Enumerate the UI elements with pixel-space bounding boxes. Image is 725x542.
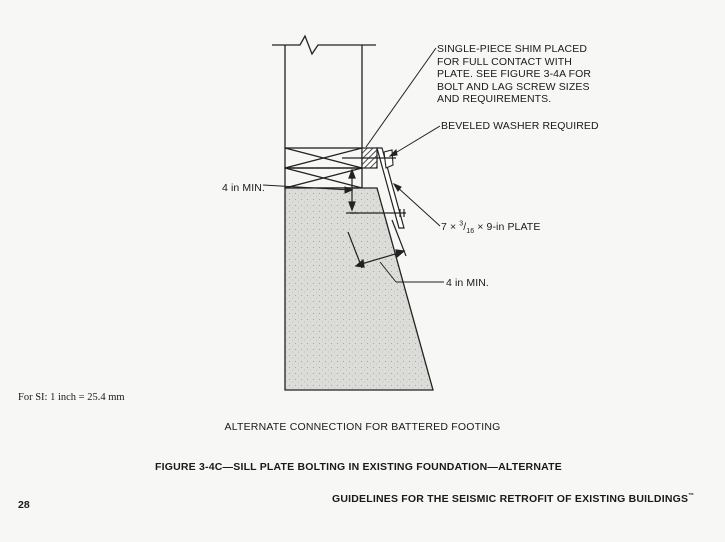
leader-lines — [262, 47, 444, 283]
plate-fraction-numerator: 3 — [459, 220, 464, 228]
trademark-mark: ™ — [688, 493, 695, 499]
sill-plates — [284, 147, 363, 189]
plate-callout: 7 × 3/16 × 9-in PLATE — [441, 220, 541, 236]
min-dimension-bottom-label: 4 in MIN. — [446, 277, 489, 289]
plate-suffix: × 9-in PLATE — [474, 221, 541, 233]
shim-callout: SINGLE-PIECE SHIM PLACED FOR FULL CONTAC… — [437, 43, 591, 106]
page-number: 28 — [18, 499, 30, 511]
battered-footing — [284, 187, 434, 391]
figure-title: FIGURE 3-4C—SILL PLATE BOLTING IN EXISTI… — [155, 461, 562, 473]
beveled-washer — [383, 149, 394, 169]
shim-callout-line: SINGLE-PIECE SHIM PLACED — [437, 43, 588, 55]
running-head-text: GUIDELINES FOR THE SEISMIC RETROFIT OF E… — [332, 493, 689, 505]
diagram-caption: ALTERNATE CONNECTION FOR BATTERED FOOTIN… — [224, 421, 501, 433]
min-dimension-top-label: 4 in MIN. — [222, 182, 265, 194]
stud-wall — [272, 34, 376, 148]
plate-fraction-denominator: 16 — [466, 228, 475, 236]
shim-callout-line: PLATE. SEE FIGURE 3-4A FOR — [437, 68, 592, 80]
dimension-bottom — [347, 219, 407, 269]
bolts — [342, 157, 406, 217]
si-conversion-note: For SI: 1 inch = 25.4 mm — [18, 392, 125, 403]
shim-callout-line: BOLT AND LAG SCREW SIZES — [437, 80, 590, 93]
shim-callout-line: AND REQUIREMENTS. — [437, 93, 552, 105]
steel-plate — [376, 147, 405, 229]
shim-callout-line: FOR FULL CONTACT WITH — [437, 55, 572, 68]
running-head: GUIDELINES FOR THE SEISMIC RETROFIT OF E… — [332, 493, 694, 505]
washer-callout: BEVELED WASHER REQUIRED — [441, 120, 599, 132]
plate-prefix: 7 × — [441, 221, 460, 233]
